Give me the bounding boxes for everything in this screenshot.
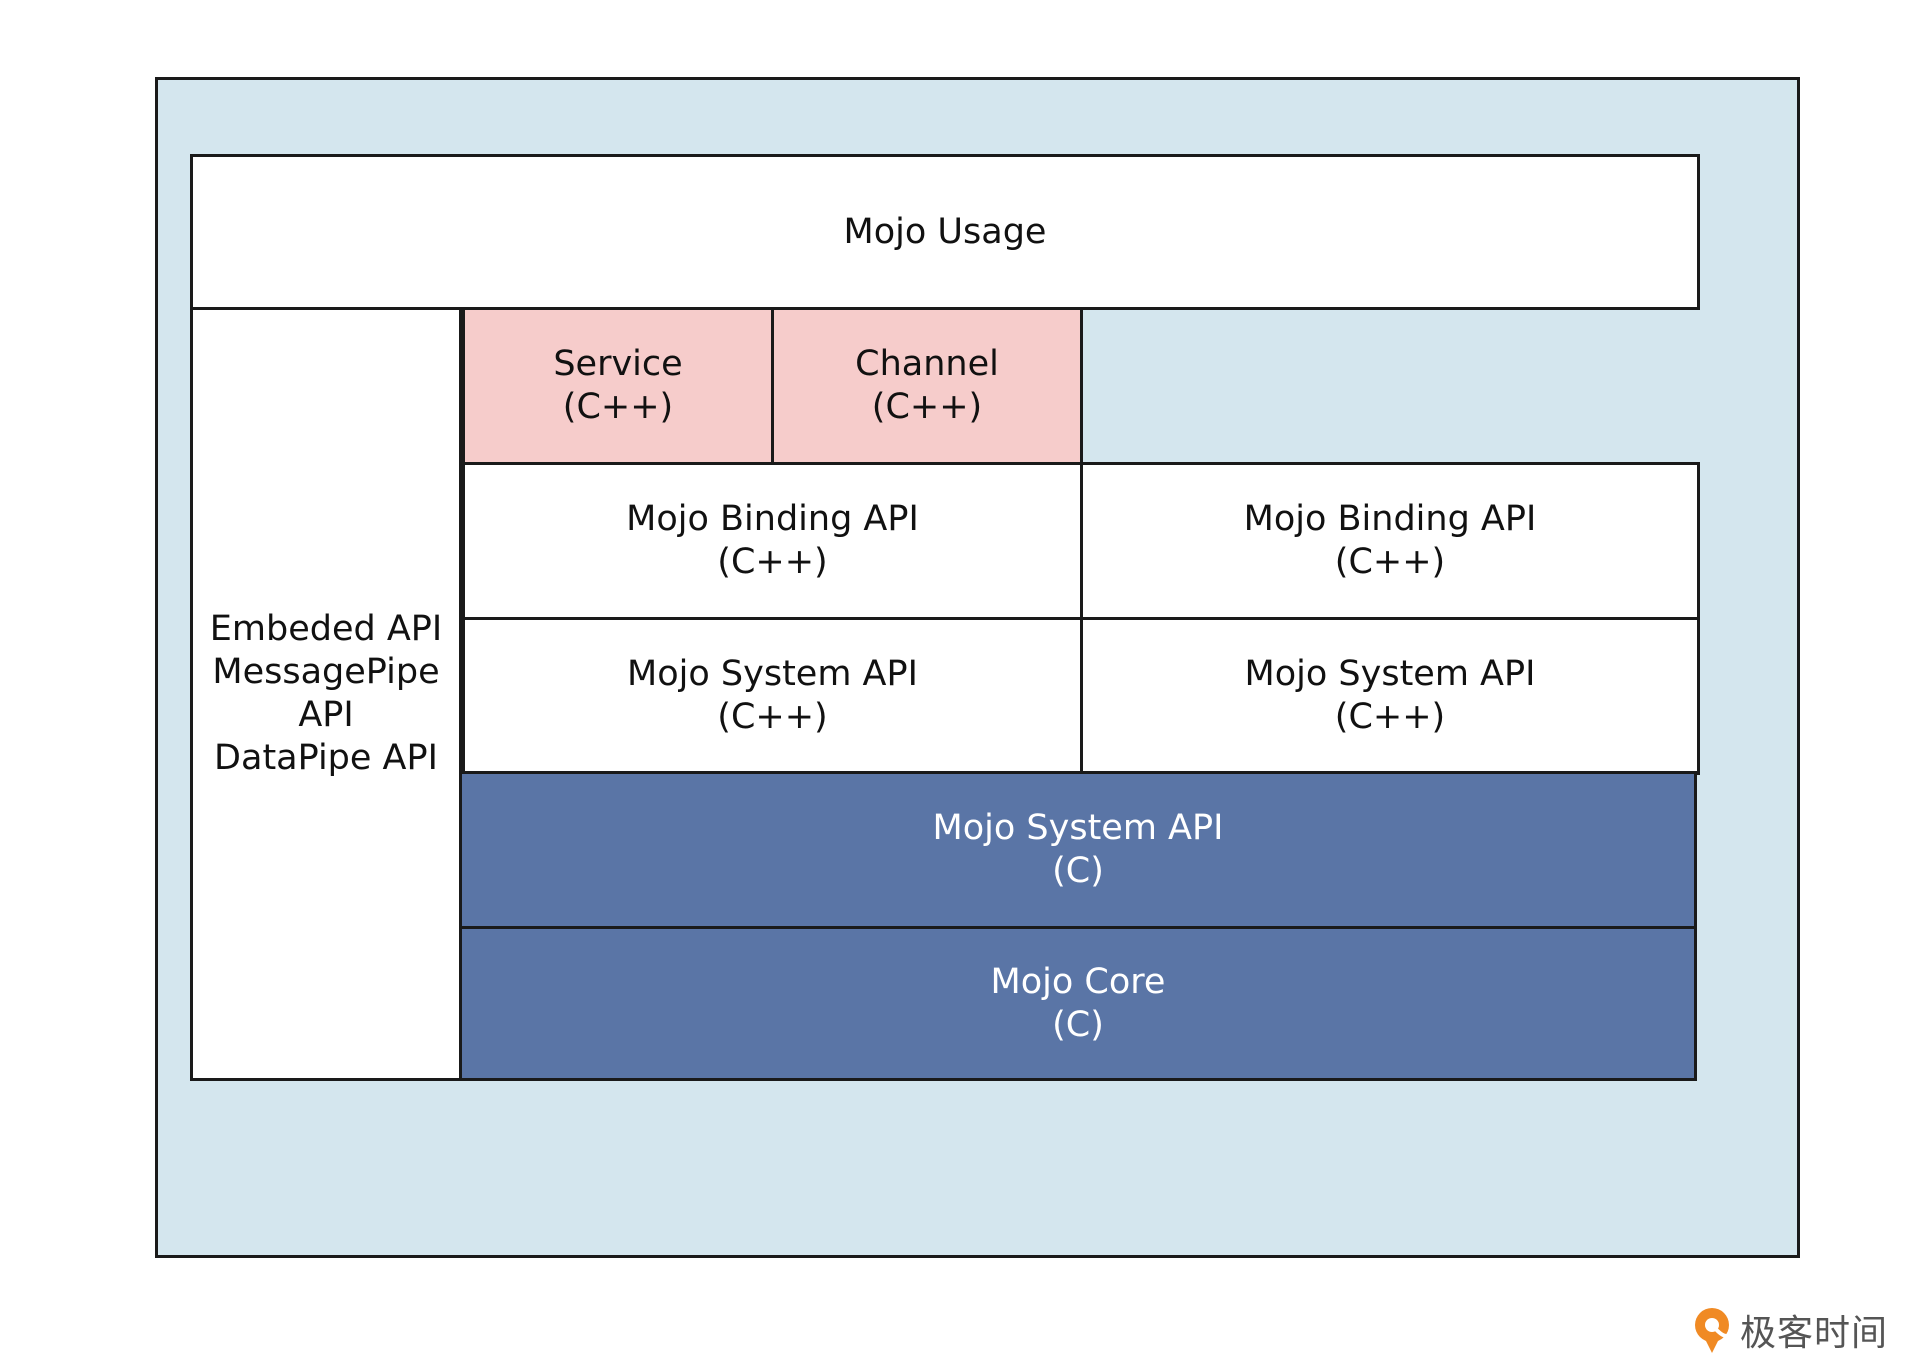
- mojo-usage-block: Mojo Usage: [190, 154, 1700, 310]
- binding-api-right-block: Mojo Binding API (C++): [1080, 462, 1700, 620]
- geektime-watermark: 极客时间: [1690, 1305, 1888, 1355]
- messagepipe-label: MessagePipe: [212, 652, 440, 692]
- datapipe-api-label: DataPipe API: [214, 738, 438, 778]
- service-block: Service (C++): [462, 307, 774, 465]
- binding-api-right-name: Mojo Binding API: [1243, 499, 1537, 539]
- system-api-cpp-right-name: Mojo System API: [1244, 654, 1536, 694]
- geektime-logo-icon: [1695, 1308, 1732, 1353]
- service-lang: (C++): [562, 387, 674, 427]
- system-api-cpp-left-block: Mojo System API (C++): [462, 617, 1083, 775]
- mojo-core-block: Mojo Core (C): [459, 926, 1697, 1081]
- mojo-core-lang: (C): [1052, 1004, 1104, 1045]
- binding-api-left-block: Mojo Binding API (C++): [462, 462, 1083, 620]
- system-api-c-block: Mojo System API (C): [459, 771, 1697, 929]
- embedded-api-label: Embeded API: [209, 609, 443, 649]
- geektime-logo-text: 极客时间: [1740, 1313, 1889, 1354]
- binding-api-left-lang: (C++): [717, 542, 828, 582]
- mojo-usage-label: Mojo Usage: [843, 211, 1047, 252]
- embedded-api-block: Embeded API MessagePipe API DataPipe API: [190, 307, 462, 1081]
- system-api-cpp-left-name: Mojo System API: [627, 654, 918, 694]
- system-api-c-lang: (C): [1052, 851, 1104, 891]
- binding-api-left-name: Mojo Binding API: [626, 499, 919, 539]
- channel-name: Channel: [855, 344, 999, 384]
- system-api-cpp-left-lang: (C++): [717, 697, 828, 737]
- binding-api-right-lang: (C++): [1334, 542, 1446, 582]
- system-api-cpp-right-block: Mojo System API (C++): [1080, 617, 1700, 775]
- system-api-c-name: Mojo System API: [932, 808, 1224, 848]
- messagepipe-api-label: API: [298, 695, 354, 735]
- system-api-cpp-right-lang: (C++): [1334, 697, 1446, 737]
- service-name: Service: [553, 344, 683, 384]
- channel-lang: (C++): [871, 387, 983, 427]
- mojo-core-name: Mojo Core: [990, 961, 1166, 1002]
- channel-block: Channel (C++): [771, 307, 1083, 465]
